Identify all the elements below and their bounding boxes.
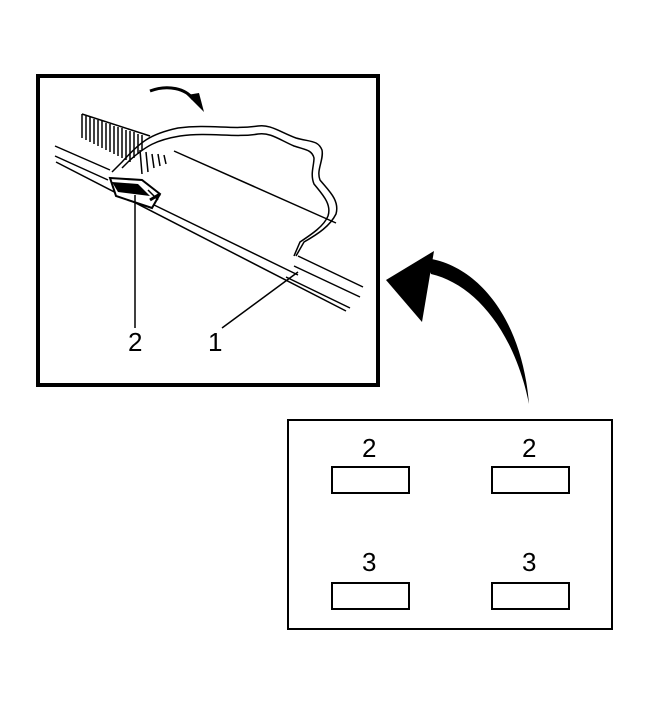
leader-line-seal <box>221 271 299 329</box>
slot-label-top-right: 2 <box>522 433 536 463</box>
seal-strip <box>111 124 338 257</box>
slot-label-bottom-left: 3 <box>362 547 376 577</box>
callout-retainer: 2 <box>128 327 142 357</box>
slot-top-right <box>491 466 570 494</box>
slot-bottom-right <box>491 582 570 610</box>
retainer-clip <box>108 176 162 210</box>
slot-bottom-left <box>331 582 410 610</box>
rotation-arrow-icon <box>149 86 204 112</box>
slot-label-top-left: 2 <box>362 433 376 463</box>
ribbed-section <box>81 113 167 175</box>
seal-strip-inner <box>121 132 330 257</box>
detail-view-frame <box>36 74 380 387</box>
overview-panel: 2 2 3 3 <box>287 419 613 630</box>
overview-panel-frame <box>287 419 613 630</box>
callout-seal-edge: 1 <box>208 327 222 357</box>
detail-view: 2 1 <box>36 74 380 387</box>
large-curved-arrow-icon <box>386 251 529 404</box>
track-rail <box>54 145 364 312</box>
slot-label-bottom-right: 3 <box>522 547 536 577</box>
slot-top-left <box>331 466 410 494</box>
